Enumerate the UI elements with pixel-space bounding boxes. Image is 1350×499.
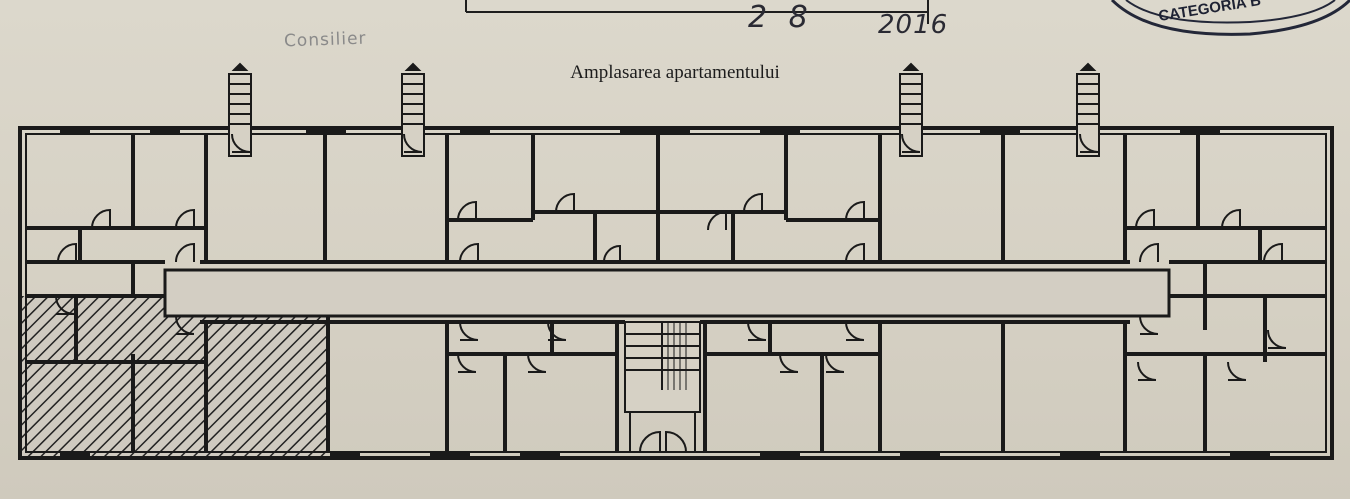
window-marks — [60, 127, 1270, 459]
corridor — [163, 268, 1171, 318]
document-box-fragment — [465, 0, 929, 24]
central-staircase — [624, 321, 701, 453]
seal-stamp — [1110, 0, 1350, 36]
stair-3 — [899, 62, 923, 157]
plan-title: Amplasarea apartamentului — [570, 62, 780, 83]
stair-4 — [1076, 62, 1100, 157]
stair-shafts — [228, 62, 1100, 157]
handwritten-year: 2016 — [878, 10, 949, 40]
consilier-stamp: Consilier — [283, 28, 367, 52]
stair-1 — [228, 62, 252, 157]
door-swings — [55, 133, 1287, 381]
handwritten-date: 2 8 — [748, 0, 814, 35]
stair-2 — [401, 62, 425, 157]
